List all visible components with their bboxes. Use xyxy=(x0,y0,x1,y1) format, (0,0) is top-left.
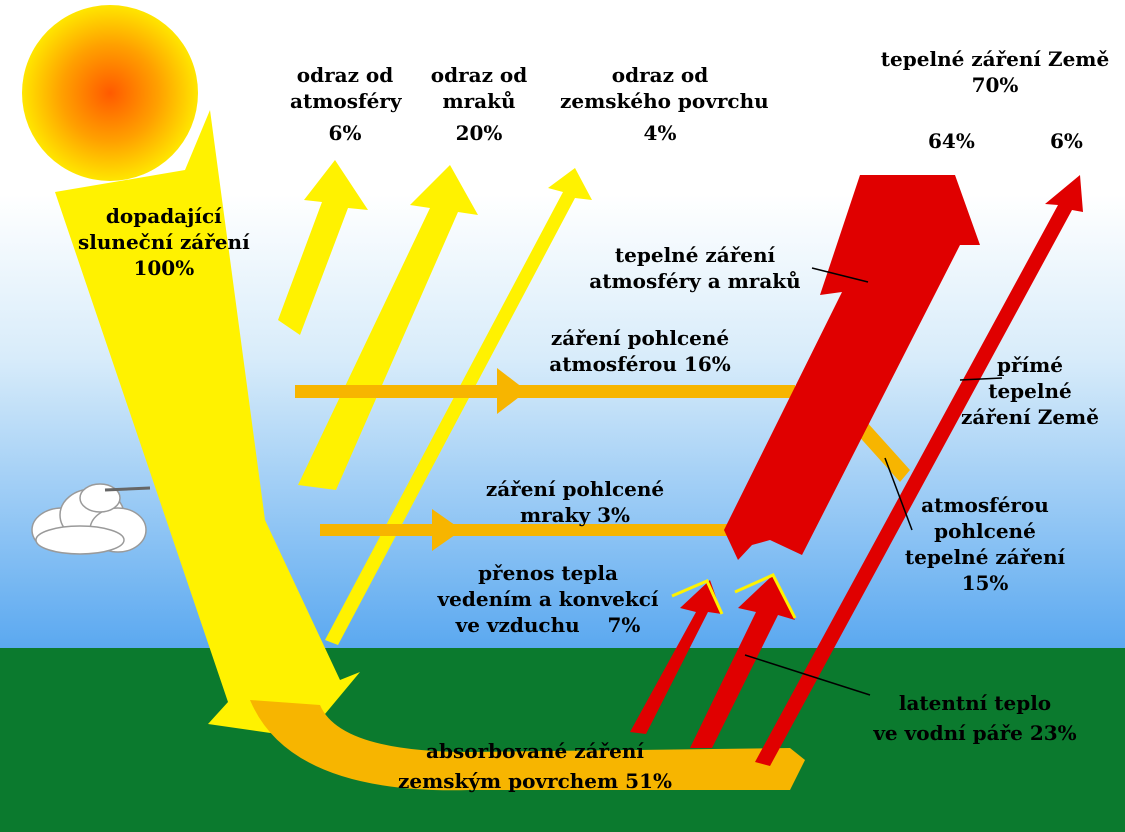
label-latent-heat: latentní teplo ve vodní páře 23% xyxy=(860,690,1090,746)
label-pct-64: 64% xyxy=(928,129,975,153)
label-abs-clouds-l2: mraky 3% xyxy=(519,503,631,527)
pointer-absorbed-thermal xyxy=(884,457,913,531)
label-incoming-l2: sluneční záření xyxy=(78,230,250,254)
latent-heat-arrow xyxy=(690,575,795,748)
label-surface-absorbed: absorbované záření zemským povrchem 51% xyxy=(385,738,685,794)
label-direct-thermal-l2: tepelné xyxy=(988,379,1072,403)
conduction-arrow-1 xyxy=(630,580,722,734)
label-direct-thermal-l1: přímé xyxy=(996,353,1063,377)
label-refl-clouds-l2: mraků xyxy=(442,89,516,113)
label-refl-clouds: odraz od mraků 20% xyxy=(424,62,534,146)
label-earth-thermal-l1: tepelné záření Země xyxy=(880,47,1110,71)
label-atm-abs-thermal-l1: atmosférou xyxy=(921,493,1049,517)
atm-absorbed-thermal-band xyxy=(855,420,910,482)
label-surface-l1: absorbované záření xyxy=(426,739,644,763)
reflection-clouds-arrow xyxy=(298,165,478,490)
label-conduction-l2: vedením a konvekcí xyxy=(437,587,659,611)
label-refl-clouds-l3: 20% xyxy=(455,121,503,145)
label-atm-abs-thermal-l3: tepelné záření xyxy=(904,545,1066,569)
direct-thermal-arrow xyxy=(755,175,1083,766)
sun xyxy=(22,5,198,181)
label-refl-clouds-l1: odraz od xyxy=(430,63,528,87)
label-absorbed-atmosphere: záření pohlcené atmosférou 16% xyxy=(535,325,745,377)
label-incoming: dopadající sluneční záření 100% xyxy=(78,203,250,281)
pointer-latent xyxy=(744,654,871,696)
label-surface-l2: zemským povrchem 51% xyxy=(398,769,672,793)
incoming-solar-arrow xyxy=(55,110,360,738)
label-pct-6: 6% xyxy=(1050,129,1083,153)
surface-absorbed-band xyxy=(250,700,805,791)
label-direct-thermal-l3: záření Země xyxy=(961,405,1099,429)
label-atm-cloud-thermal: tepelné záření atmosféry a mraků xyxy=(575,242,815,294)
absorbed-atmosphere-bar xyxy=(295,385,795,398)
label-conduction-l3: ve vzduchu 7% xyxy=(455,613,641,637)
label-refl-atm-l2: atmosféry xyxy=(290,89,402,113)
label-refl-surface-l1: odraz od xyxy=(611,63,709,87)
label-refl-surface-l3: 4% xyxy=(643,121,677,145)
label-atm-abs-thermal-l2: pohlcené xyxy=(934,519,1036,543)
label-atm-abs-thermal-l4: 15% xyxy=(961,571,1009,595)
label-conduction: přenos tepla vedením a konvekcí ve vzduc… xyxy=(418,560,678,638)
label-latent-l1: latentní teplo xyxy=(898,691,1052,715)
ground xyxy=(0,648,1125,832)
absorbed-clouds-head xyxy=(432,509,462,551)
latent-heat-arrow-edge xyxy=(734,573,797,619)
label-abs-atm-l2: atmosférou 16% xyxy=(549,352,731,376)
label-abs-clouds-l1: záření pohlcené xyxy=(485,477,665,501)
label-refl-atmosphere: odraz od atmosféry 6% xyxy=(290,62,402,146)
label-atm-cloud-thermal-l2: atmosféry a mraků xyxy=(589,269,801,293)
label-absorbed-clouds: záření pohlcené mraky 3% xyxy=(470,476,680,528)
label-earth-thermal-l2: 70% xyxy=(971,73,1019,97)
absorbed-clouds-bar xyxy=(320,524,730,536)
label-direct-thermal: přímé tepelné záření Země xyxy=(945,352,1115,430)
label-refl-atm-l3: 6% xyxy=(328,121,362,145)
label-earth-thermal-total: tepelné záření Země 70% xyxy=(870,46,1120,98)
label-refl-surface: odraz od zemského povrchu 4% xyxy=(560,62,769,146)
cloud-wisp xyxy=(104,486,151,492)
label-incoming-l3: 100% xyxy=(133,256,195,280)
absorbed-atmosphere-head xyxy=(497,368,527,414)
label-atm-absorbed-thermal: atmosférou pohlcené tepelné záření 15% xyxy=(900,492,1070,596)
label-refl-surface-l2: zemského povrchu xyxy=(560,89,769,113)
pointer-direct-thermal xyxy=(959,377,1003,381)
cloud xyxy=(31,483,147,555)
label-latent-l2: ve vodní páře 23% xyxy=(873,721,1077,745)
label-atm-cloud-thermal-l1: tepelné záření xyxy=(614,243,776,267)
label-conduction-l1: přenos tepla xyxy=(478,561,618,585)
label-abs-atm-l1: záření pohlcené xyxy=(550,326,730,350)
conduction-arrow-1-edge xyxy=(671,579,724,615)
pointer-atm-thermal xyxy=(811,267,869,283)
atm-thermal-arrow xyxy=(724,175,980,560)
label-incoming-l1: dopadající xyxy=(105,204,222,228)
reflection-atmosphere-arrow xyxy=(278,160,368,335)
label-refl-atm-l1: odraz od xyxy=(296,63,394,87)
